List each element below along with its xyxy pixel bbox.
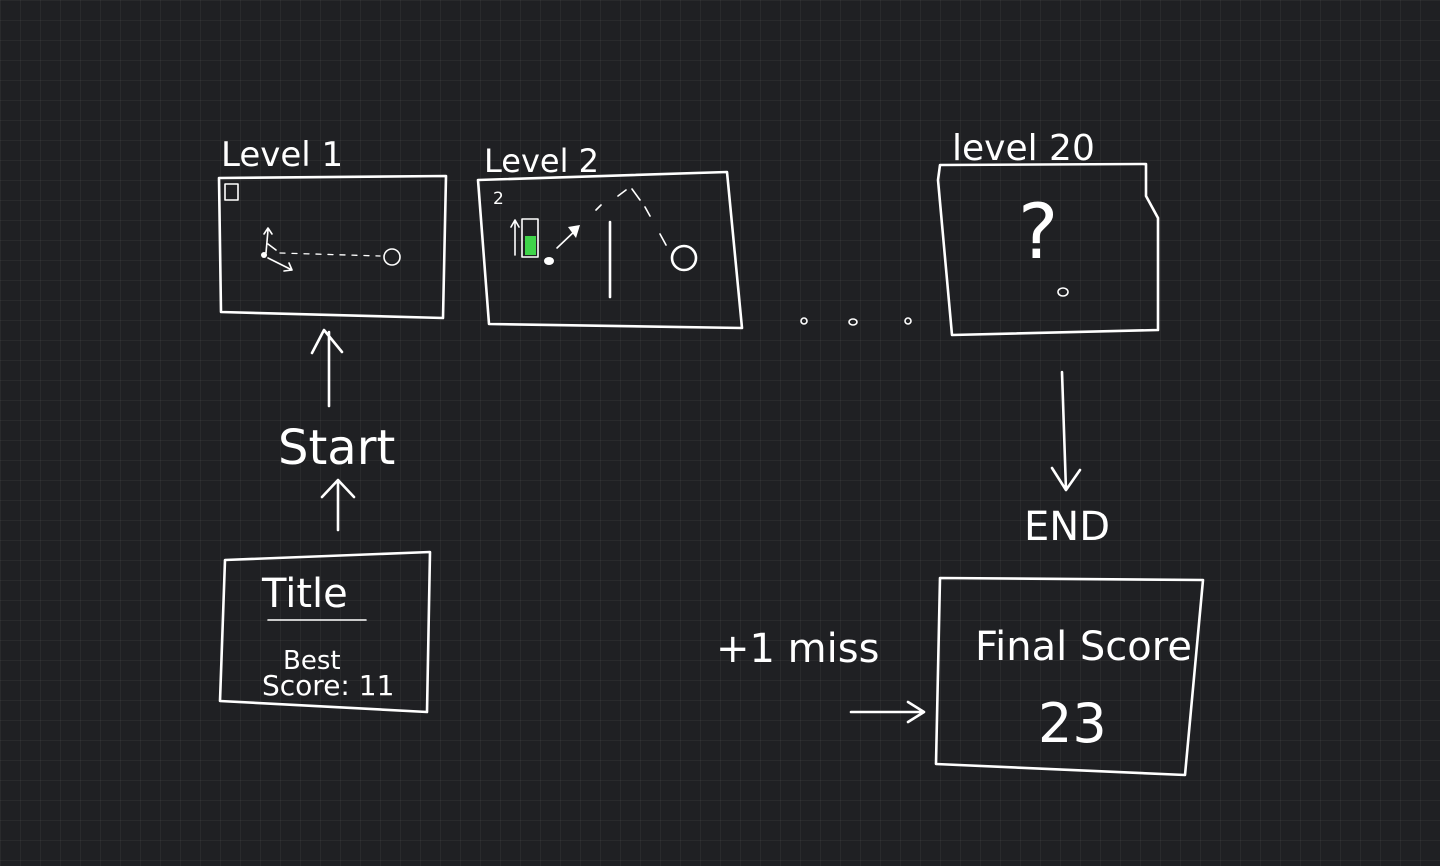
level-1-box (217, 174, 448, 320)
final-score-value: 23 (1038, 692, 1107, 755)
level-20-ball (1057, 287, 1069, 297)
power-arrow-icon (510, 219, 520, 256)
start-label: Start (278, 420, 395, 476)
level-2-ball (544, 257, 554, 265)
arrow-level-20-to-end (1050, 370, 1082, 492)
level-1-label: Level 1 (221, 135, 343, 175)
mystery-question-icon: ? (1018, 187, 1058, 276)
level-20-box (936, 162, 1160, 337)
level-1-game-preview: 0 (224, 183, 401, 272)
end-label: END (1024, 504, 1110, 550)
level-1-counter-box (224, 183, 239, 201)
level-2-counter: 2 (493, 189, 504, 209)
power-meter-fill (525, 236, 536, 255)
arrow-title-to-start (320, 478, 356, 532)
level-1-counter: 0 (226, 187, 235, 203)
best-score-line-1: Best (283, 646, 341, 676)
level-1-trajectory (279, 252, 381, 257)
level-2-target-hole (670, 244, 698, 272)
arrow-start-to-level-1 (310, 328, 344, 408)
level-1-target-hole (383, 248, 401, 266)
ellipsis-text: … (840, 310, 852, 324)
ellipsis-dots (800, 317, 912, 326)
level-1-aim-arrow-right (267, 257, 293, 272)
miss-penalty-label: +1 miss (716, 626, 879, 672)
level-2-box (476, 170, 744, 330)
level-20-label: level 20 (952, 128, 1095, 169)
title-box (218, 550, 432, 714)
title-text: Title (261, 571, 348, 617)
arrow-miss-to-final (849, 700, 926, 724)
best-score-line-2: Score: 11 (262, 669, 394, 702)
power-meter (521, 218, 539, 258)
level-1-aim-arrow-up (263, 227, 273, 254)
final-score-box (934, 576, 1205, 777)
level-2-label: Level 2 (484, 142, 599, 180)
level-2-aim-arrowhead (568, 225, 580, 238)
final-score-title: Final Score (975, 624, 1192, 670)
level-1-aim-arc (267, 243, 277, 251)
level-2-trajectory (595, 188, 667, 246)
level-2-game-preview: 2 (493, 188, 698, 299)
